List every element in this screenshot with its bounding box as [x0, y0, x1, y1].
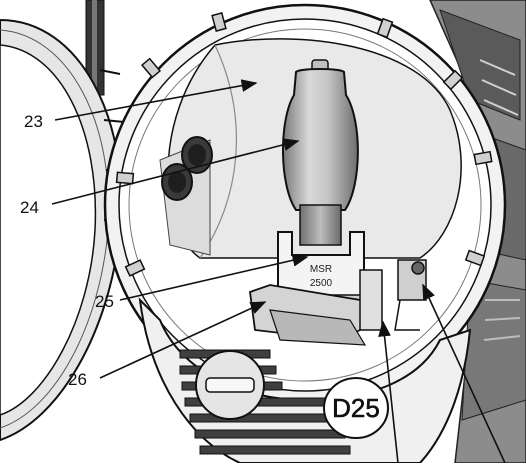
lamp-model-text: 2500 — [310, 278, 333, 289]
callout-label-26: 26 — [68, 370, 87, 389]
leader-bottom-b — [422, 283, 506, 464]
lamp-holder-bracket — [249, 259, 427, 346]
side-sockets — [161, 136, 213, 201]
lamp-brand-text: MSR — [310, 264, 332, 275]
leader-23 — [54, 79, 258, 121]
open-front-door — [0, 18, 126, 442]
leader-25 — [119, 253, 309, 301]
leader-26 — [99, 301, 267, 379]
leader-bottom-a — [378, 320, 399, 464]
callout-label-23: 23 — [24, 112, 43, 131]
fixture-badge-text: D25 — [332, 393, 380, 423]
leader-24 — [51, 138, 300, 205]
callout-label-25: 25 — [95, 292, 114, 311]
lower-body: D25 — [138, 297, 472, 464]
leader-lines — [51, 79, 506, 464]
callout-label-24: 24 — [20, 198, 39, 217]
